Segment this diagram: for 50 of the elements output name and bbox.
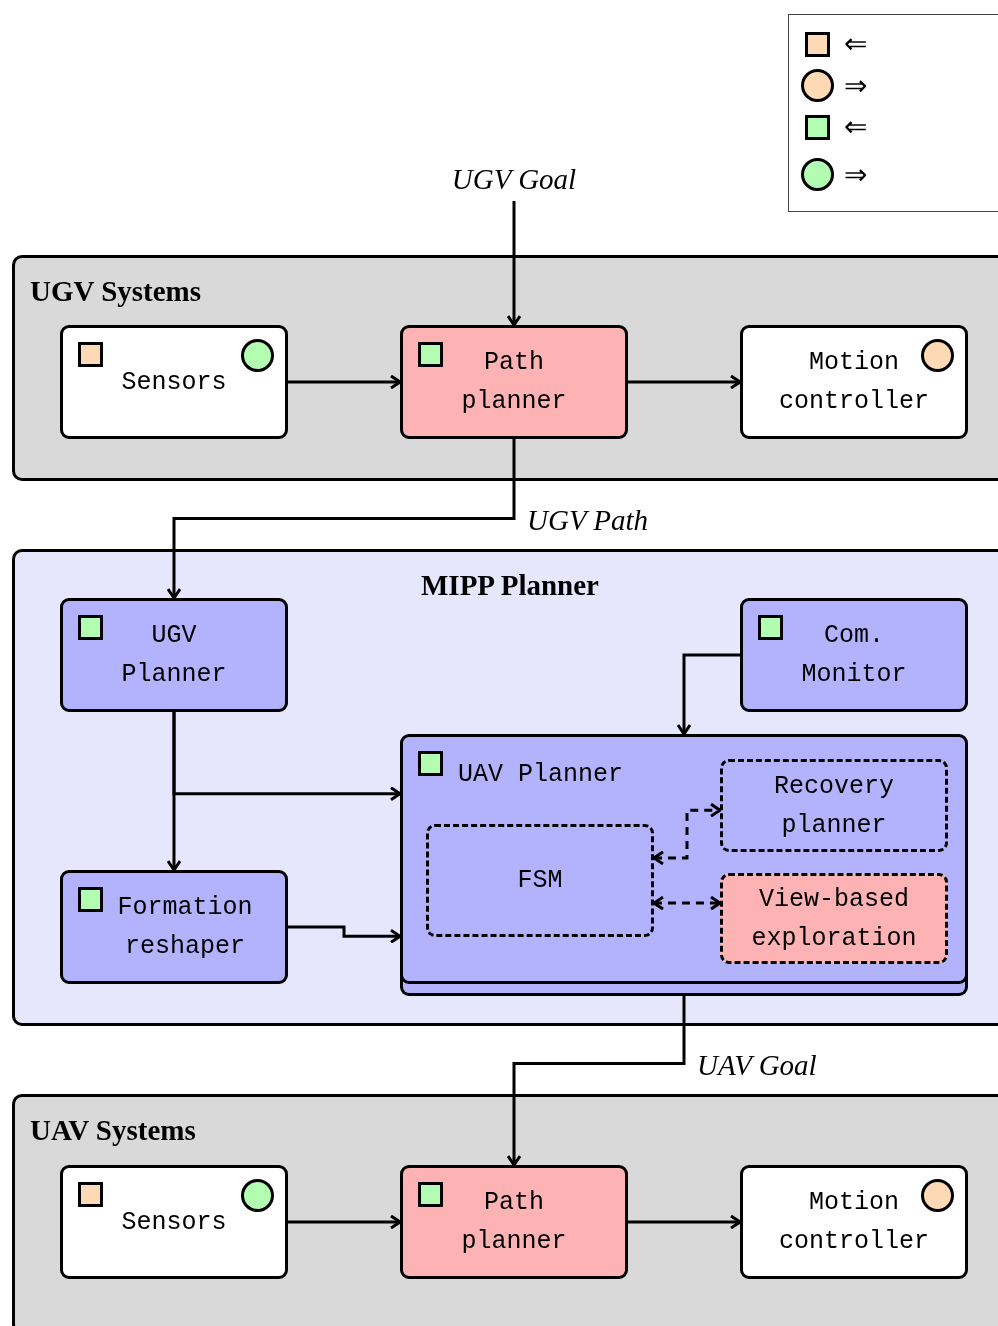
group-title: UGV Systems [30,275,202,308]
module-label: Com. Monitor [800,620,908,691]
group-title: UAV Systems [30,1114,196,1147]
arrow [288,374,402,390]
legend-label: ⇒ [844,161,867,189]
module-box [60,870,288,984]
dashed-module-box [720,873,948,964]
module-label: UGV Planner [120,620,228,691]
dashed-module-box [426,824,654,937]
group-title: MIPP Planner [420,569,600,602]
module-label: Path planner [460,1187,568,1258]
module-box [740,1165,968,1279]
module-box [60,598,288,712]
group-panel [12,255,998,481]
module-box [740,598,968,712]
edge-label: UGV Goal [451,164,577,194]
module-box [400,1165,628,1279]
arrow [506,201,522,327]
dashed-arrow [652,895,722,911]
legend-label: ⇒ [844,72,867,100]
dashed-arrow [652,802,722,866]
arrow [172,712,402,802]
module-box [400,325,628,439]
group-panel [12,1094,998,1326]
arrow [628,374,742,390]
group-panel [12,549,998,1026]
module-label: Motion controller [778,347,930,418]
module-label: FSM [517,865,563,897]
module-label: Formation reshaper [116,892,254,963]
module-title: UAV Planner [458,759,624,791]
module-label: Sensors [121,366,227,399]
legend-label: ⇐ [844,30,867,58]
arrow [166,439,516,600]
edge-label: UGV Path [527,505,649,534]
arrow [676,653,740,736]
module-label: Recovery planner [773,770,895,842]
legend-label: ⇐ [844,113,867,141]
module-label: Sensors [121,1206,227,1239]
arrow [288,1214,402,1230]
arrow [506,996,686,1167]
module-label: Path planner [460,347,568,418]
module-label: View-based exploration [750,883,918,955]
arrow [628,1214,742,1230]
dashed-module-box [720,759,948,852]
module-box [740,325,968,439]
module-label: Motion controller [778,1187,930,1258]
edge-label: UAV Goal [697,1050,817,1080]
arrow [288,925,402,944]
module-box [60,1165,288,1279]
module-box [60,325,288,439]
